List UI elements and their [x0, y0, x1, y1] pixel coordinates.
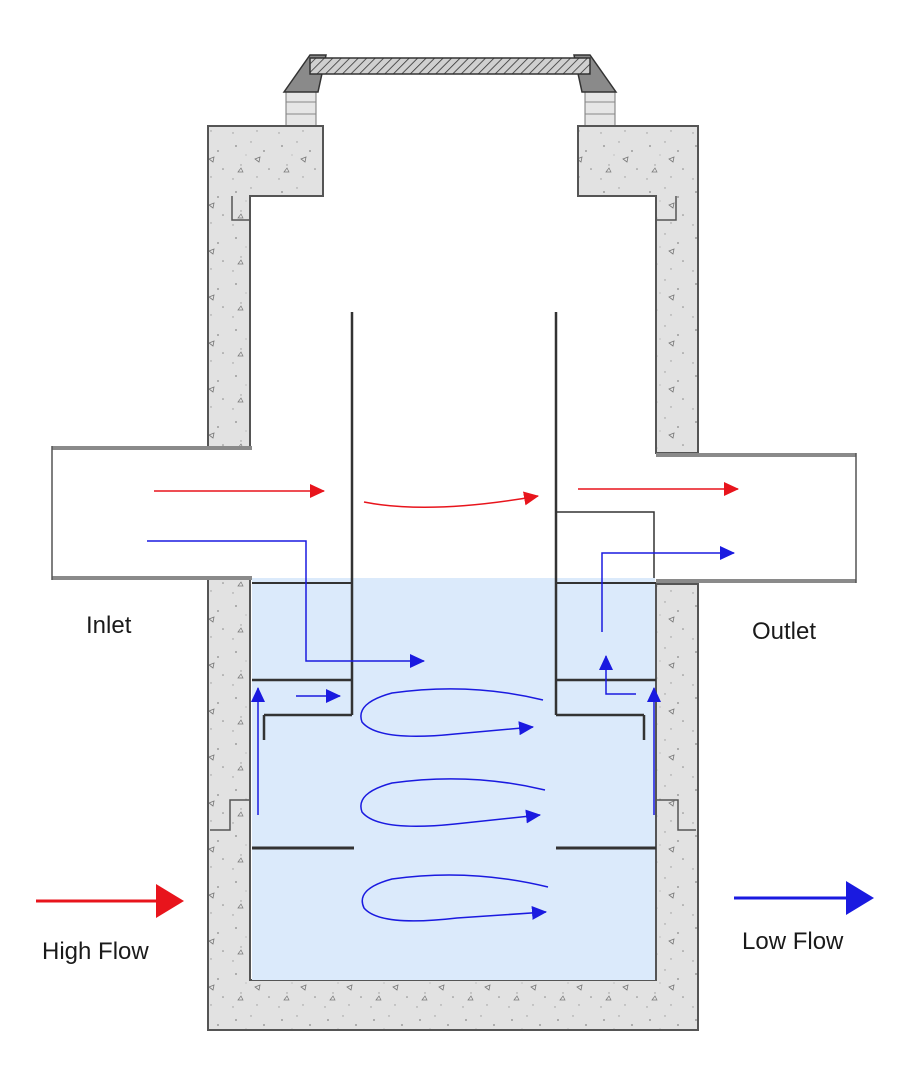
concrete-walls — [207, 125, 699, 1031]
legend-low-flow-icon — [734, 881, 874, 915]
low-flow-arrows — [147, 540, 735, 922]
legend-high-flow-icon — [36, 884, 184, 918]
inlet-label: Inlet — [86, 612, 132, 639]
outlet-label: Outlet — [752, 618, 816, 645]
hatched-manhole-cover-icon — [309, 57, 591, 75]
manhole-cover — [282, 54, 618, 127]
low-flow-label: Low Flow — [742, 928, 844, 955]
high-flow-arrows — [154, 482, 739, 509]
internal-baffles — [252, 312, 656, 850]
inlet-pipe — [51, 446, 252, 580]
high-flow-label: High Flow — [42, 938, 149, 965]
outlet-pipe — [656, 453, 857, 583]
